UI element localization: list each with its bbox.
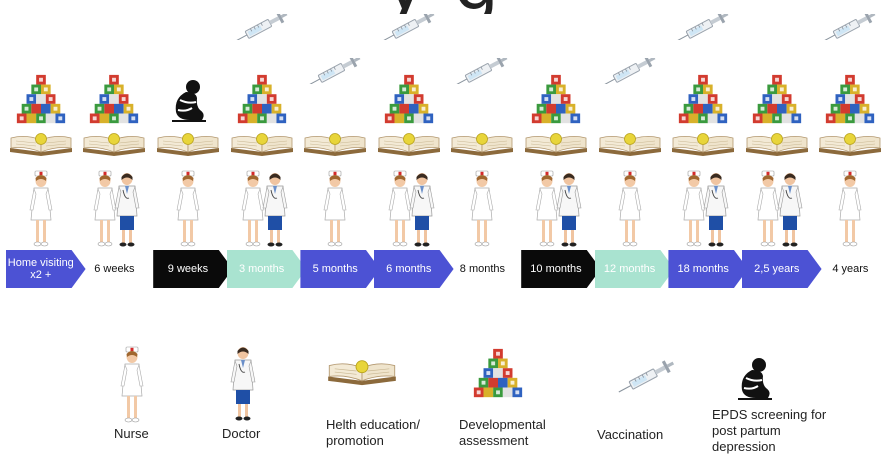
book-icon	[670, 130, 736, 156]
book-icon	[449, 130, 515, 156]
timeline-step: 9 weeks	[153, 250, 233, 288]
blocks-icon	[675, 74, 731, 126]
timeline-step: 3 months	[227, 250, 307, 288]
legend-label-syringe: Vaccination	[597, 427, 664, 442]
nurse-icon	[467, 170, 497, 248]
syringe-icon	[231, 14, 293, 40]
nurse-icon	[26, 170, 56, 248]
doctor-icon	[407, 170, 437, 248]
syringe-icon	[378, 14, 440, 40]
legend-label-epds: EPDS screening for post partum depressio…	[712, 407, 827, 454]
syringe-icon	[614, 352, 680, 402]
blocks-icon	[86, 74, 142, 126]
legend-label-book: Helth education/ promotion	[326, 417, 420, 448]
nurse-icon	[173, 170, 203, 248]
book-icon	[155, 130, 221, 156]
timeline-step: Home visiting x2 +	[6, 250, 86, 288]
syringe-icon	[304, 58, 366, 84]
syringe-icon	[451, 58, 513, 84]
epds-icon	[732, 356, 776, 402]
book-icon	[597, 130, 663, 156]
book-icon	[817, 130, 883, 156]
book-icon	[8, 130, 74, 156]
nurse-icon	[615, 170, 645, 248]
timeline-step: 4 years	[832, 263, 869, 275]
syringe-icon	[672, 14, 734, 40]
blocks-icon	[13, 74, 69, 126]
nurse-icon	[320, 170, 350, 248]
blocks-icon	[381, 74, 437, 126]
blocks-icon	[528, 74, 584, 126]
doctor-icon	[701, 170, 731, 248]
doctor-icon	[554, 170, 584, 248]
doctor-icon	[228, 344, 258, 422]
doctor-icon	[112, 170, 142, 248]
legend-label-doctor: Doctor	[222, 426, 261, 441]
blocks-icon	[749, 74, 805, 126]
doctor-icon	[775, 170, 805, 248]
book-icon	[229, 130, 295, 156]
timeline-step: 10 months	[521, 250, 601, 288]
legend-label-nurse: Nurse	[114, 426, 149, 441]
book-icon	[744, 130, 810, 156]
nurse-icon	[835, 170, 865, 248]
syringe-icon	[599, 58, 661, 84]
book-icon	[376, 130, 442, 156]
book-icon	[81, 130, 147, 156]
timeline-step: 18 months	[668, 250, 748, 288]
book-icon	[523, 130, 589, 156]
epds-icon	[166, 78, 210, 124]
timeline-step: 6 weeks	[94, 263, 135, 275]
blocks-icon	[822, 74, 878, 126]
timeline-step: 2,5 years	[742, 250, 822, 288]
timeline-step: 8 months	[459, 263, 506, 275]
blocks-icon	[234, 74, 290, 126]
timeline-step: 12 months	[595, 250, 675, 288]
blocks-icon	[470, 348, 526, 400]
legend-label-blocks: Developmental assessment	[459, 417, 546, 448]
nurse-icon	[117, 346, 147, 424]
doctor-icon	[260, 170, 290, 248]
book-icon	[302, 130, 368, 156]
syringe-icon	[819, 14, 881, 40]
timeline-step: 5 months	[300, 250, 380, 288]
page-title: y g	[0, 0, 885, 14]
book-icon	[326, 356, 398, 386]
timeline-step: 6 months	[374, 250, 454, 288]
